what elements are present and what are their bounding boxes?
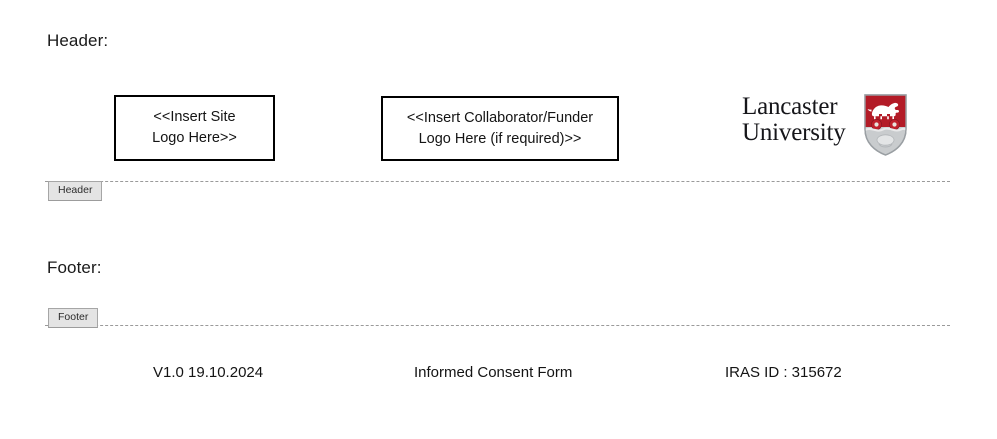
footer-region-tab[interactable]: Footer xyxy=(48,308,99,328)
collaborator-logo-placeholder-text: <<Insert Collaborator/Funder Logo Here (… xyxy=(406,109,594,147)
lancaster-university-logo: Lancaster University xyxy=(742,94,908,158)
footer-dashed-separator xyxy=(45,325,950,326)
site-logo-placeholder-box[interactable]: <<Insert Site Logo Here>> xyxy=(114,95,275,161)
collaborator-logo-placeholder-box[interactable]: <<Insert Collaborator/Funder Logo Here (… xyxy=(381,96,619,161)
site-logo-placeholder-text: <<Insert Site Logo Here>> xyxy=(152,109,237,146)
footer-document-title-text: Informed Consent Form xyxy=(414,364,573,381)
header-region-boundary: Header xyxy=(45,181,950,201)
footer-region-boundary: Footer xyxy=(45,308,950,328)
lancaster-university-wordmark: Lancaster University xyxy=(742,93,846,146)
footer-version-text: V1.0 19.10.2024 xyxy=(153,364,264,381)
lancaster-university-crest-icon xyxy=(863,93,908,157)
header-section-caption: Header: xyxy=(47,31,109,50)
header-dashed-separator xyxy=(45,181,950,182)
footer-iras-id-text: IRAS ID : 315672 xyxy=(725,364,842,381)
footer-section-caption: Footer: xyxy=(47,258,102,277)
header-region-tab[interactable]: Header xyxy=(48,181,103,201)
